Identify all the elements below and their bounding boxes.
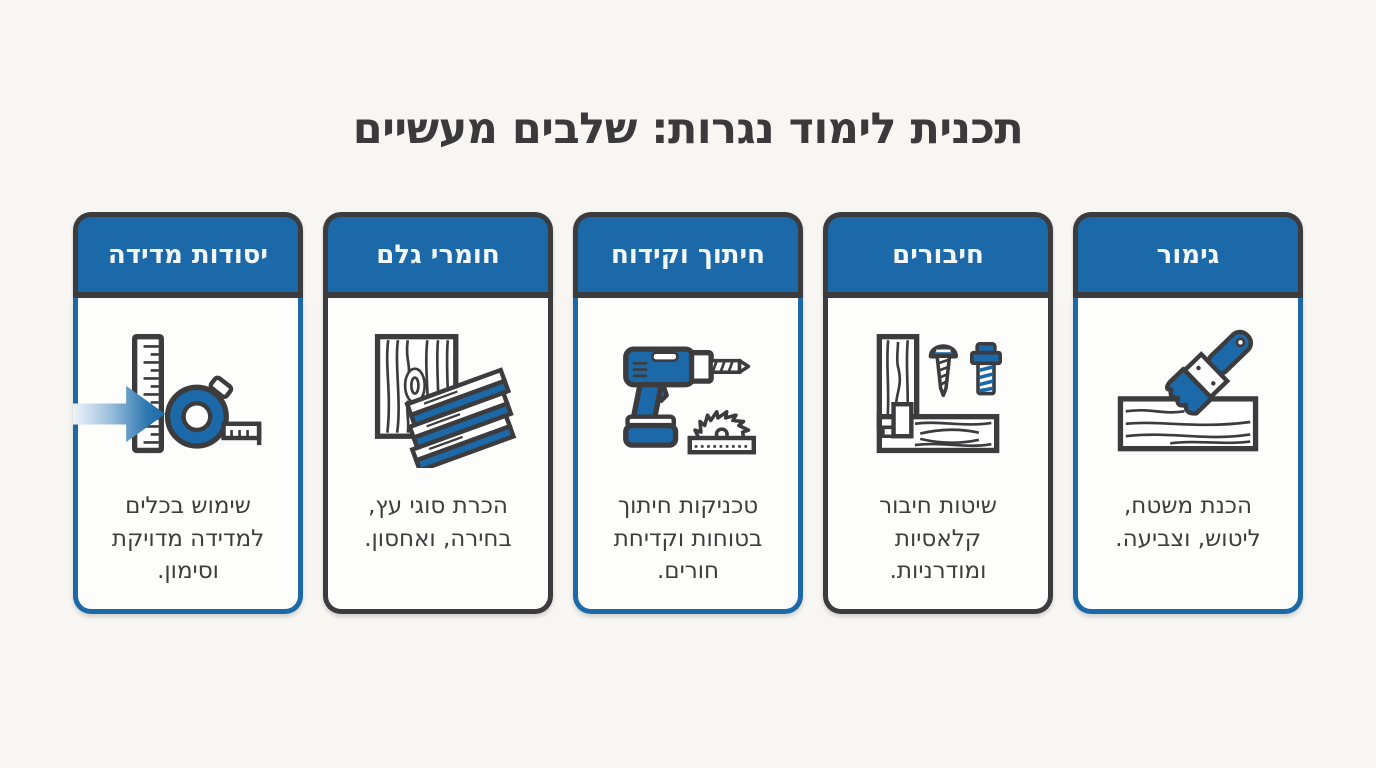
drill-circular-saw-icon — [608, 322, 768, 474]
card-header: חיבורים — [823, 212, 1053, 298]
card-body: הכרת סוגי עץ, בחירה, ואחסון. — [323, 298, 553, 614]
card-description: טכניקות חיתוך בטוחות וקדיחת חורים. — [613, 493, 763, 585]
wood-planks-icon — [358, 322, 518, 474]
stages-row: יסודות מדידה — [73, 212, 1303, 614]
card-cutting-drilling: חיתוך וקידוח — [573, 212, 803, 614]
card-description: הכנת משטח, ליטוש, וצביעה. — [1115, 493, 1261, 552]
wood-joint-screws-icon — [858, 322, 1018, 474]
card-title: יסודות מדידה — [107, 239, 269, 270]
card-joints: חיבורים — [823, 212, 1053, 614]
card-raw-materials: חומרי גלם — [323, 212, 553, 614]
card-title: חיבורים — [892, 239, 984, 270]
card-description: שיטות חיבור קלאסיות ומודרניות. — [879, 493, 997, 585]
card-body: טכניקות חיתוך בטוחות וקדיחת חורים. — [573, 298, 803, 614]
card-title: גימור — [1156, 239, 1220, 270]
card-description: שימוש בכלים למדידה מדויקת וסימון. — [111, 493, 265, 585]
card-body: שימוש בכלים למדידה מדויקת וסימון. — [73, 298, 303, 614]
card-title: חיתוך וקידוח — [610, 239, 766, 270]
page-title: תכנית לימוד נגרות: שלבים מעשיים — [352, 104, 1024, 154]
card-title: חומרי גלם — [376, 239, 500, 270]
card-header: חיתוך וקידוח — [573, 212, 803, 298]
card-description: הכרת סוגי עץ, בחירה, ואחסון. — [364, 493, 512, 552]
card-body: הכנת משטח, ליטוש, וצביעה. — [1073, 298, 1303, 614]
paintbrush-plank-icon — [1108, 322, 1268, 474]
card-body: שיטות חיבור קלאסיות ומודרניות. — [823, 298, 1053, 614]
card-header: יסודות מדידה — [73, 212, 303, 298]
card-header: גימור — [1073, 212, 1303, 298]
card-finishing: גימור — [1073, 212, 1303, 614]
card-header: חומרי גלם — [323, 212, 553, 298]
